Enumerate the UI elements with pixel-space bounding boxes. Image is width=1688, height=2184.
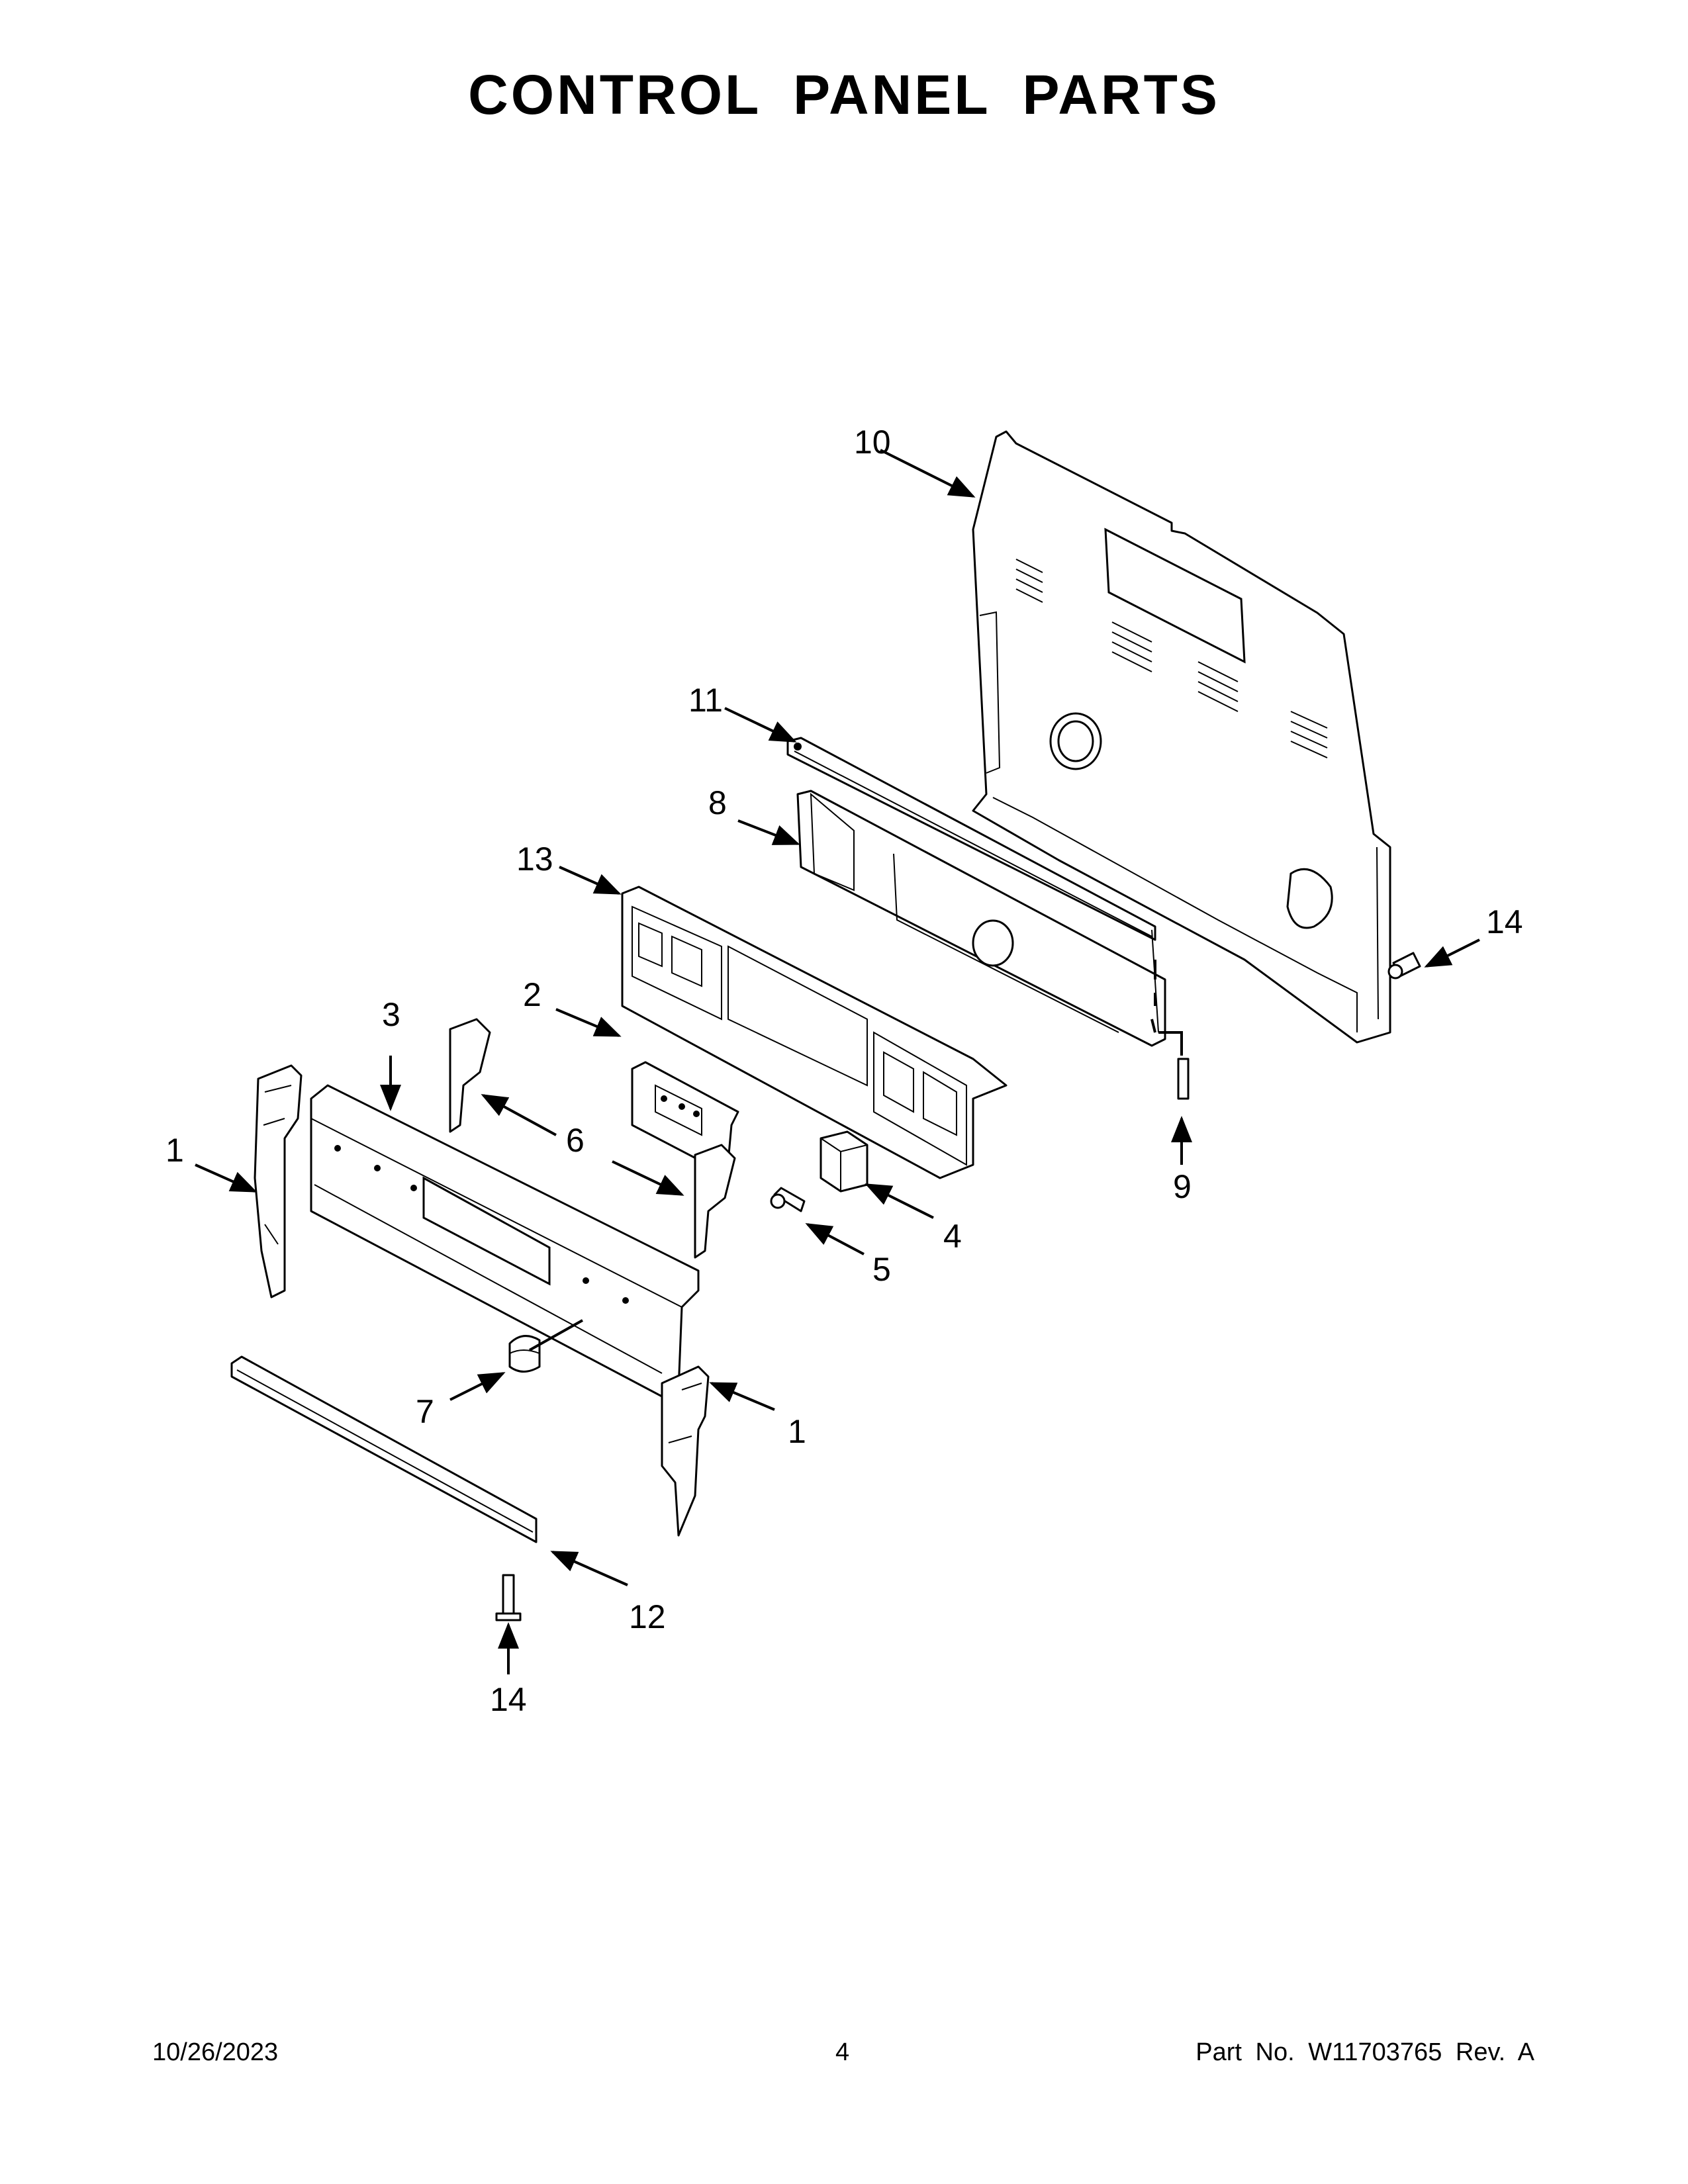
electronic-control-board bbox=[631, 1061, 739, 1166]
callout-13: 13 bbox=[516, 841, 553, 878]
leader-lines bbox=[195, 449, 1480, 1674]
callout-6: 6 bbox=[566, 1122, 585, 1159]
control-panel-facia bbox=[310, 1084, 700, 1398]
callout-12: 12 bbox=[629, 1598, 666, 1635]
control-console-frame bbox=[621, 886, 1008, 1179]
callout-11: 11 bbox=[688, 682, 723, 719]
callout-4: 4 bbox=[943, 1218, 962, 1255]
screw bbox=[770, 1187, 806, 1212]
footer-part-number: Part No. W11703765 Rev. A bbox=[1196, 2038, 1534, 2066]
callout-1-left: 1 bbox=[165, 1132, 184, 1169]
callout-9: 9 bbox=[1173, 1168, 1192, 1205]
knob bbox=[508, 1335, 541, 1373]
callout-14-right: 14 bbox=[1486, 903, 1523, 940]
callout-3: 3 bbox=[382, 996, 400, 1033]
screw-right bbox=[1387, 952, 1421, 979]
callout-7: 7 bbox=[416, 1393, 434, 1430]
side-bracket-left bbox=[254, 1064, 303, 1298]
callout-10: 10 bbox=[854, 424, 891, 461]
console-screw bbox=[1150, 960, 1190, 1100]
trim-strip bbox=[786, 737, 1156, 941]
footer-date: 10/26/2023 bbox=[152, 2038, 279, 2066]
console-bracket bbox=[796, 790, 1166, 1047]
side-bracket-right bbox=[661, 1365, 710, 1537]
infinite-switch bbox=[820, 1130, 868, 1193]
footer-page-number: 4 bbox=[835, 2038, 850, 2066]
callout-1-right: 1 bbox=[788, 1413, 806, 1450]
lower-trim bbox=[230, 1355, 538, 1543]
screw-bottom bbox=[495, 1574, 522, 1621]
callout-8: 8 bbox=[708, 784, 727, 821]
page-title: CONTROL PANEL PARTS bbox=[468, 64, 1220, 126]
end-cap-upper bbox=[449, 1018, 491, 1133]
callout-2: 2 bbox=[523, 976, 541, 1013]
end-cap-lower bbox=[694, 1144, 736, 1259]
rear-console-panel bbox=[972, 430, 1391, 1044]
callout-5: 5 bbox=[872, 1251, 891, 1288]
callout-14-bottom: 14 bbox=[490, 1681, 527, 1718]
